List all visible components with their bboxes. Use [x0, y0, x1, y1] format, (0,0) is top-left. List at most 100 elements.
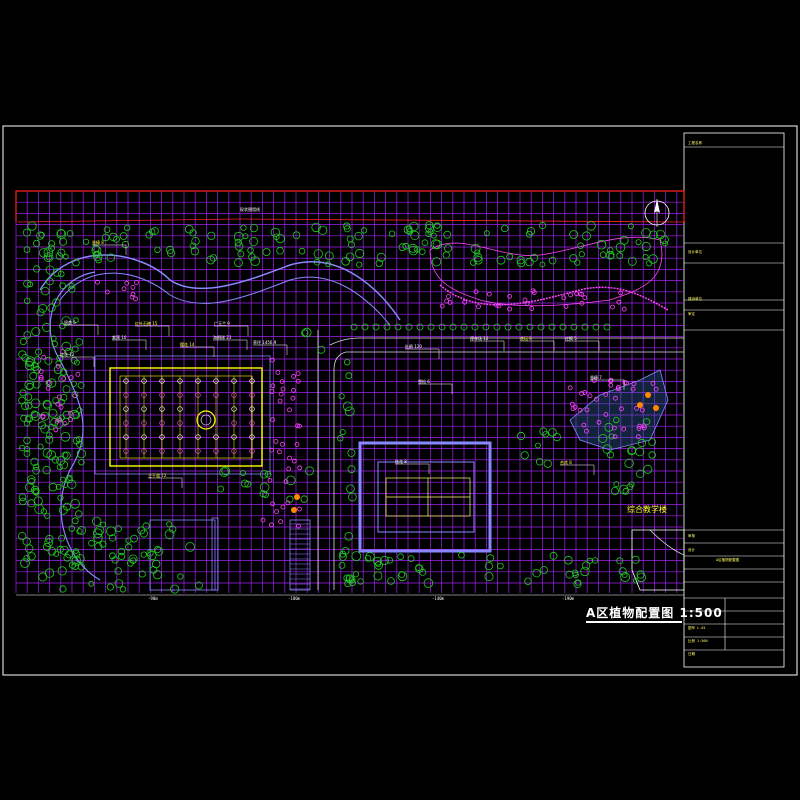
tree-symbol	[61, 451, 69, 459]
tree-symbol	[540, 566, 548, 574]
shrub-symbol	[603, 411, 609, 417]
tree-symbol	[347, 465, 356, 474]
tree-symbol	[339, 429, 346, 436]
avenue-tree	[438, 323, 446, 331]
avenue-tree	[427, 323, 435, 331]
tree-symbol	[418, 248, 426, 256]
title-block-lines	[684, 146, 784, 651]
tree-symbol	[373, 556, 383, 566]
shrub-symbol	[621, 306, 627, 312]
tree-symbol	[345, 574, 355, 584]
tree-symbol	[317, 345, 326, 354]
tree-symbol	[311, 222, 321, 233]
tree-symbol	[37, 443, 44, 450]
tree-symbol	[373, 571, 383, 581]
tree-symbol	[442, 251, 450, 259]
tree-symbol	[59, 282, 66, 290]
tree-symbol	[57, 248, 66, 257]
tree-symbol	[616, 252, 624, 260]
tree-symbol	[76, 528, 83, 535]
title-block-text: 工程名称	[688, 141, 702, 145]
shrub-symbol	[285, 500, 291, 506]
tree-symbol	[44, 538, 53, 547]
tree-symbol	[19, 444, 26, 452]
shrub-symbol	[105, 289, 110, 295]
tree-symbol	[94, 542, 103, 551]
tree-symbol	[62, 451, 71, 460]
tree-symbol	[56, 464, 63, 471]
shrub-symbol	[121, 286, 127, 292]
tree-symbol	[535, 442, 541, 449]
tree-symbol	[648, 438, 657, 446]
tree-symbol	[607, 252, 615, 260]
tree-symbol	[33, 265, 41, 273]
tree-symbol	[388, 230, 396, 237]
tree-symbol	[71, 550, 81, 559]
tree-symbol	[432, 222, 442, 232]
tree-symbol	[44, 512, 51, 519]
northeast-planting-belt	[429, 236, 663, 307]
feature-tree	[637, 402, 643, 408]
tree-symbol	[76, 407, 83, 414]
tree-symbol	[577, 242, 584, 250]
tree-symbol	[616, 557, 624, 565]
tree-symbol	[259, 470, 269, 479]
tree-symbol	[76, 449, 87, 459]
shrub-symbol	[55, 363, 61, 369]
tree-symbol	[53, 551, 60, 557]
shrub-symbol	[295, 378, 301, 384]
tree-symbol	[36, 308, 45, 317]
tree-symbol	[21, 402, 30, 411]
tree-symbol	[146, 549, 154, 557]
tree-symbol	[48, 408, 58, 418]
plant-label: 花坛 8	[520, 336, 532, 341]
tree-symbol	[662, 240, 668, 247]
tree-symbol	[574, 259, 581, 266]
title-block-text: 图号 L-01	[688, 626, 706, 630]
tree-symbol	[302, 327, 312, 338]
tree-symbol	[207, 231, 216, 240]
shrub-symbol	[653, 386, 659, 392]
tree-symbol	[24, 393, 33, 401]
tree-symbol	[59, 368, 68, 376]
shrub-symbol	[45, 385, 51, 391]
tree-symbol	[403, 225, 413, 235]
shrub-symbol	[274, 509, 279, 515]
tree-symbol	[27, 221, 37, 231]
sheet-frame	[2, 125, 798, 676]
tree-symbol	[68, 285, 76, 293]
shrub-symbol	[596, 419, 602, 425]
tree-symbol	[34, 504, 45, 515]
tree-symbol	[170, 584, 180, 594]
tree-symbol	[43, 400, 53, 410]
shrub-symbol	[287, 455, 293, 461]
tree-symbol	[24, 401, 33, 410]
lower-path	[211, 517, 219, 591]
shrub-symbol	[635, 434, 641, 440]
tree-symbol	[129, 557, 137, 564]
tree-symbol	[259, 490, 267, 498]
tree-symbol	[343, 574, 351, 582]
shrub-symbol	[46, 380, 52, 386]
tree-symbol	[572, 571, 579, 579]
shrub-symbol	[297, 423, 302, 429]
tree-symbol	[221, 466, 231, 476]
shrub-symbol	[57, 417, 62, 423]
tree-symbol	[530, 253, 539, 262]
tree-symbol	[569, 230, 579, 239]
tree-symbol	[177, 573, 184, 580]
tree-symbol	[106, 583, 114, 591]
tree-symbol	[458, 551, 465, 559]
tree-symbol	[580, 566, 590, 577]
avenue-tree	[361, 323, 369, 331]
tree-symbol	[59, 545, 69, 555]
tree-symbol	[77, 381, 85, 389]
tree-symbol	[355, 248, 365, 259]
shrub-symbol	[270, 501, 276, 507]
tree-symbol	[604, 422, 614, 432]
shrub-symbol	[68, 417, 74, 422]
tree-symbol	[397, 553, 404, 560]
shrub-symbol	[280, 504, 286, 510]
shrub-symbol	[587, 393, 593, 399]
tree-symbol	[117, 547, 126, 556]
